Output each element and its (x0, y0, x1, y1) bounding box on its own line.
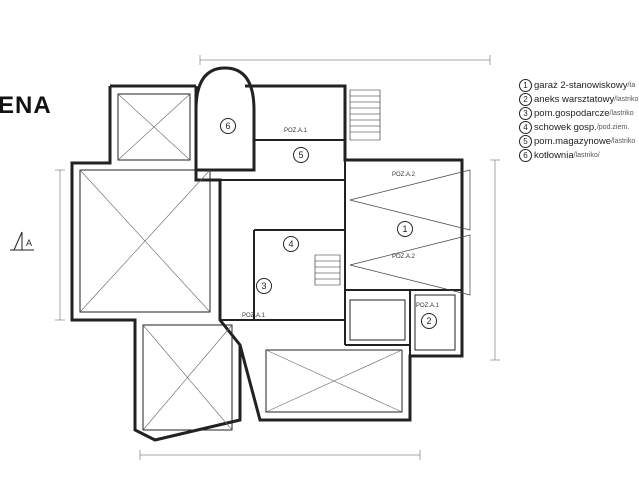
outer-wall-left (70, 86, 242, 442)
room-number-1: 1 (397, 221, 413, 237)
floor-label: POZ.A.2 (392, 172, 416, 178)
north-label: A (26, 238, 32, 248)
room-number-4: 4 (283, 236, 299, 252)
floor-label: POZ.A.1 (416, 303, 440, 309)
floor-label: POZ.A.2 (392, 254, 416, 260)
outer-wall (110, 84, 464, 422)
stairs (314, 89, 381, 286)
north-arrow-icon (10, 231, 34, 251)
plan-title: ENA (0, 92, 52, 119)
floor-label: POZ.A.1 (284, 128, 308, 134)
inner-walls (220, 139, 462, 356)
rotunda (194, 66, 256, 172)
room-number-6: 6 (220, 118, 236, 134)
room-number-5: 5 (293, 147, 309, 163)
floor-label: POZ.A.1 (242, 313, 266, 319)
room-number-3: 3 (256, 278, 272, 294)
room-number-2: 2 (421, 313, 437, 329)
